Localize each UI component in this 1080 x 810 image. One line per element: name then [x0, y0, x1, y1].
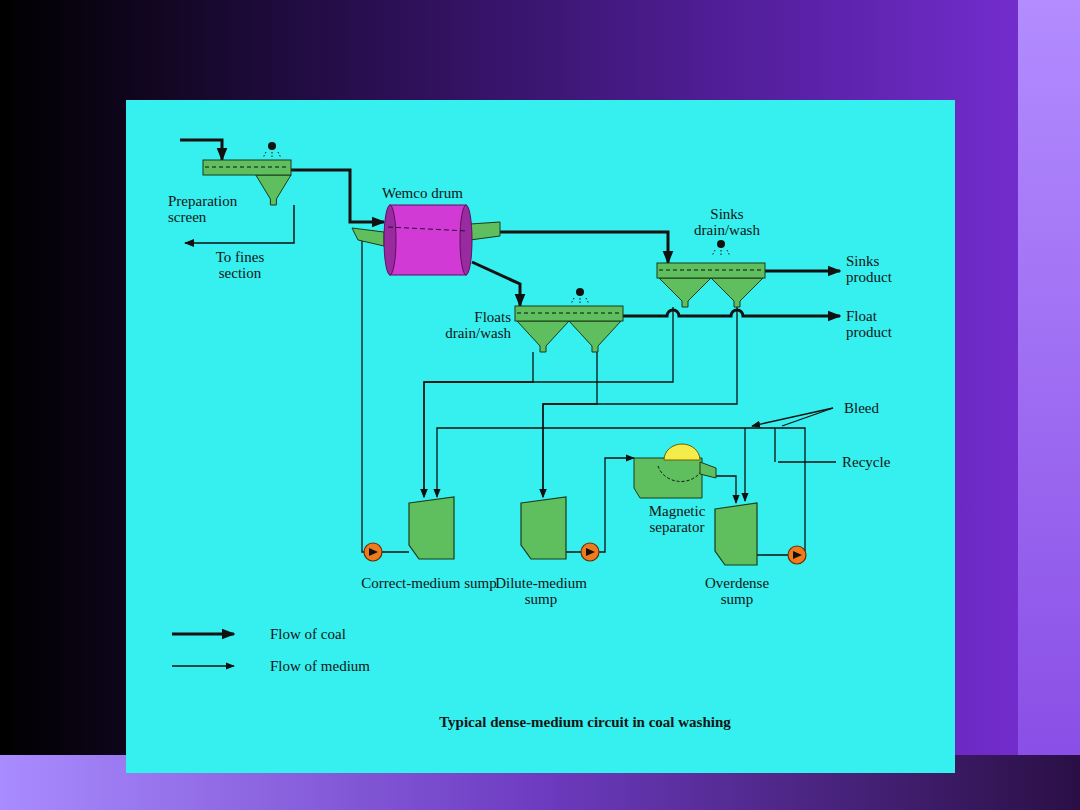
screen-unit: Preparation screen — [203, 160, 291, 205]
legend-text: Flow of coal — [270, 626, 470, 642]
equipment-label: Sinks drain/wash — [685, 206, 769, 238]
legend-text: Flow of medium — [270, 658, 470, 674]
diagram-panel — [126, 100, 955, 773]
stream-label: Bleed — [844, 400, 904, 416]
equipment-label: Magnetic separator — [640, 503, 714, 535]
medium-flow-line — [716, 476, 736, 503]
sump-tank: Dilute-medium sump — [521, 497, 566, 559]
equipment-shape — [515, 306, 623, 352]
equipment-label: Dilute-medium sump — [481, 575, 601, 607]
equipment-shape — [715, 503, 757, 565]
coal-flow-line — [472, 262, 520, 306]
magnetic-separator: Magnetic separator — [634, 448, 716, 498]
stream-label: Sinks product — [846, 253, 916, 285]
sump-tank: Overdense sump — [715, 503, 757, 565]
background-strip — [1018, 0, 1080, 755]
equipment-label: Overdense sump — [689, 575, 785, 607]
coal-flow-line — [291, 170, 384, 222]
stream-label: Recycle — [842, 454, 912, 470]
equipment-shape — [657, 263, 765, 307]
medium-flow-line — [424, 352, 533, 497]
equipment-shape — [634, 448, 716, 498]
equipment-label: Correct-medium sump — [359, 575, 499, 591]
equipment-label: Floats drain/wash — [421, 309, 511, 341]
stream-label: To fines section — [200, 249, 280, 281]
stream-label: Float product — [846, 308, 916, 340]
medium-flow-line — [362, 240, 409, 552]
screen-unit: Sinks drain/wash — [657, 263, 765, 307]
equipment-shape — [521, 497, 566, 559]
equipment-shape — [384, 205, 472, 275]
medium-flow-line — [543, 352, 597, 497]
screen-unit: Floats drain/wash — [515, 306, 623, 352]
sump-tank: Correct-medium sump — [409, 497, 454, 559]
equipment-label: Wemco drum — [382, 185, 482, 201]
drum-unit: Wemco drum — [384, 205, 472, 275]
equipment-label: Preparation screen — [168, 193, 260, 225]
figure-caption: Typical dense-medium circuit in coal was… — [300, 714, 870, 730]
medium-flow-line — [543, 307, 737, 497]
equipment-shape — [409, 497, 454, 559]
medium-flow-line — [566, 458, 634, 552]
coal-flow-line — [472, 232, 668, 263]
